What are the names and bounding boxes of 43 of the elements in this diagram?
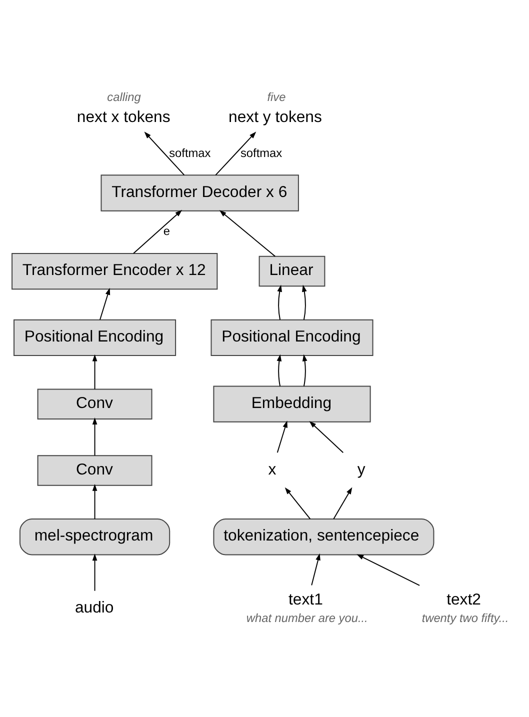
node-box: Positional Encoding [210,318,374,356]
arrow [276,420,288,453]
arrow [311,552,320,586]
node-label: twenty two fifty... [422,610,509,625]
edge-label: softmax [240,145,282,160]
arrow [277,284,282,320]
node-text: next x tokens [76,108,170,126]
arrow [284,486,311,519]
arrow [92,483,98,519]
arrow [309,420,344,453]
arrow [92,417,98,456]
arrow [92,354,98,390]
arrow [144,131,185,176]
node-box: mel-spectrogram [19,518,170,555]
node-box: Conv [37,388,152,419]
arrow [133,209,182,254]
node-text: x [268,460,276,478]
node-text: y [357,460,366,478]
edge-label: e [163,224,170,238]
node-text: text2 [446,591,481,608]
arrow [92,553,98,591]
node-box: Conv [37,454,152,486]
node-box: Linear [258,255,326,286]
arrow [302,354,308,386]
arrow [215,131,256,176]
edge-label: softmax [169,145,211,160]
node-box: Transformer Encoder x 12 [12,252,218,290]
node-box: Positional Encoding [14,318,176,356]
node-text: text1 [288,591,323,608]
node-label: what number are you... [246,610,368,625]
node-text: audio [74,599,114,616]
arrow [333,486,352,519]
node-box: Transformer Decoder x 6 [100,174,299,211]
arrow [356,554,420,586]
arrow [302,284,307,320]
node-label: calling [107,89,141,104]
node-text: next y tokens [228,108,322,126]
arrow [276,354,282,386]
node-box: Embedding [213,385,371,422]
arrow [100,287,110,320]
arrow [219,210,276,256]
node-label: five [267,89,286,104]
node-box: tokenization, sentencepiece [213,518,434,555]
